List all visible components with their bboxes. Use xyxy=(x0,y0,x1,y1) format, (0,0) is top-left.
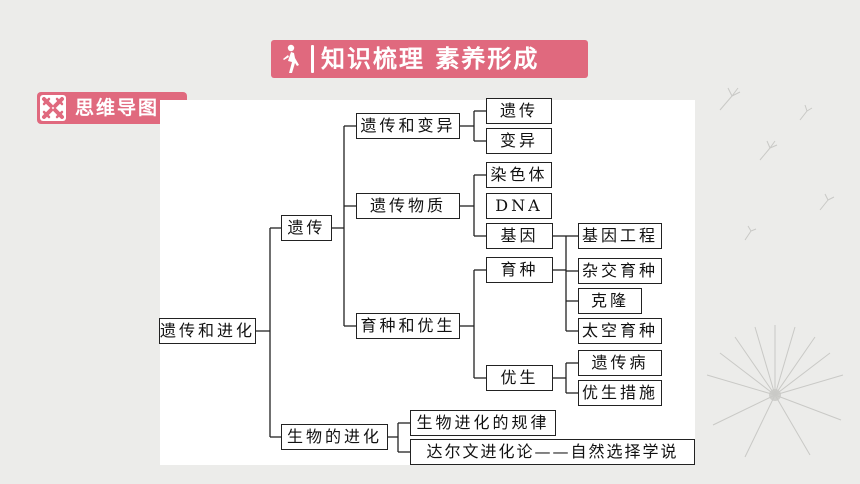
title-separator xyxy=(311,45,314,73)
node-eugenics-measures: 优生措施 xyxy=(578,380,662,406)
node-genetic-material: 遗传物质 xyxy=(356,193,460,219)
node-cloning: 克隆 xyxy=(578,288,642,314)
node-heredity-leaf: 遗传 xyxy=(486,98,552,124)
x-cross-icon xyxy=(40,95,66,121)
page-title: 知识梳理 素养形成 xyxy=(321,45,540,73)
node-genetic-disease: 遗传病 xyxy=(578,350,662,376)
section-title: 思维导图 xyxy=(75,97,160,119)
node-variation: 变异 xyxy=(486,128,552,154)
node-heredity: 遗传 xyxy=(281,215,332,241)
dandelion-icon xyxy=(706,325,844,458)
node-breeding: 育种 xyxy=(486,257,553,283)
node-eugenics: 优生 xyxy=(486,365,553,391)
node-chromosome: 染色体 xyxy=(486,162,552,188)
node-genetic-engineering: 基因工程 xyxy=(578,223,662,249)
runner-silhouette-icon xyxy=(275,44,305,74)
node-space-breeding: 太空育种 xyxy=(578,318,662,344)
node-dna: DNA xyxy=(486,193,552,219)
seed-icon xyxy=(719,87,835,241)
node-breeding-eugenics: 育种和优生 xyxy=(356,313,460,339)
node-evolution: 生物的进化 xyxy=(281,424,388,450)
node-evolution-law: 生物进化的规律 xyxy=(410,410,556,436)
node-hybrid-breeding: 杂交育种 xyxy=(578,258,662,284)
root-node: 遗传和进化 xyxy=(159,318,256,344)
node-gene: 基因 xyxy=(486,223,553,249)
node-heredity-variation: 遗传和变异 xyxy=(356,113,460,139)
node-darwin-theory: 达尔文进化论——自然选择学说 xyxy=(410,439,695,465)
title-banner: 知识梳理 素养形成 xyxy=(271,40,588,78)
